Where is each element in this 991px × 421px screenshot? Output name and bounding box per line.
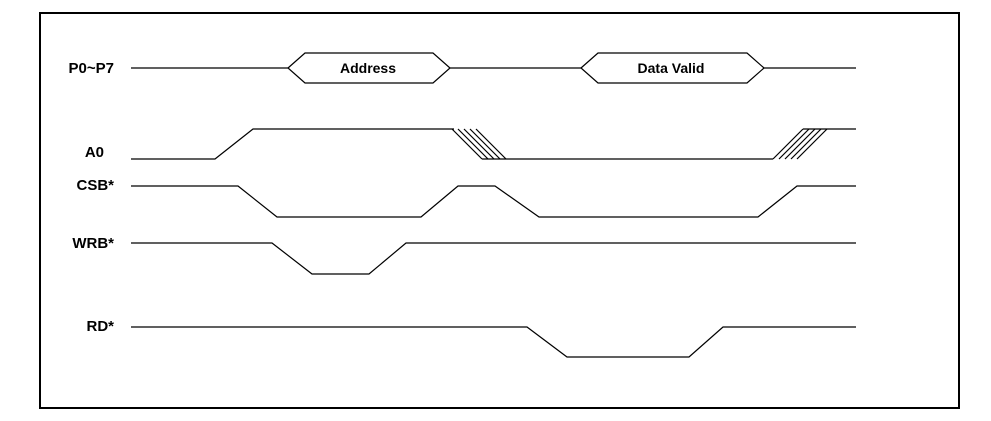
waveform-rd — [131, 326, 856, 358]
label-rd: RD* — [86, 318, 114, 335]
waveform-wrb — [131, 242, 856, 275]
label-p0-p7: P0~P7 — [69, 60, 114, 77]
label-a0: A0 — [85, 144, 104, 161]
waveform-p0-p7: Address Data Valid — [131, 52, 856, 84]
bus-label-data-valid: Data Valid — [638, 60, 705, 76]
diagram-frame — [39, 12, 960, 409]
waveform-csb — [131, 185, 856, 218]
label-wrb: WRB* — [72, 235, 114, 252]
waveform-a0 — [131, 128, 856, 160]
bus-label-address: Address — [340, 60, 396, 76]
label-csb: CSB* — [76, 177, 114, 194]
